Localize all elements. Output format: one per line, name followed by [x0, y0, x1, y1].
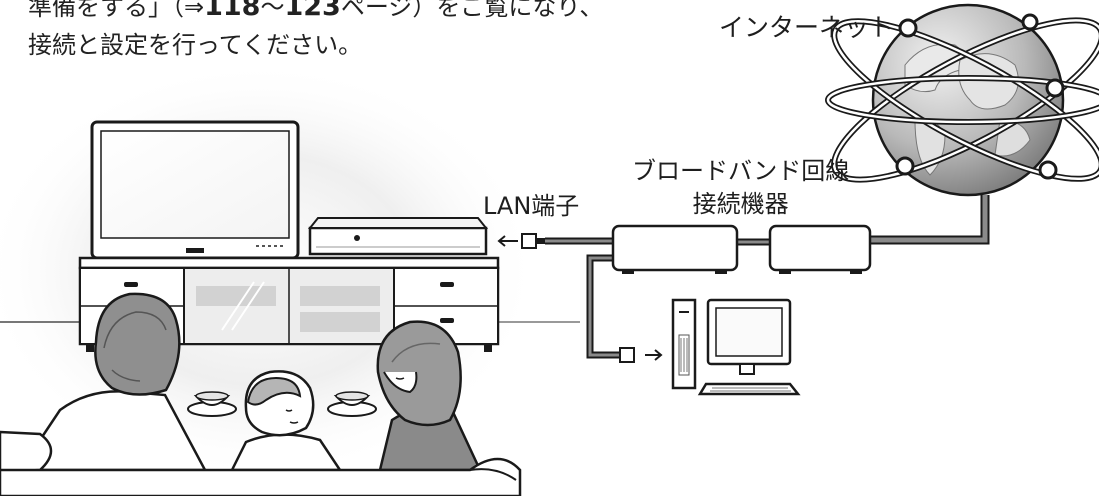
child-figure — [229, 370, 343, 472]
intro-line-1: 準備をする」（⇒118〜123ページ）をご覧になり、 — [28, 0, 603, 26]
internet-label: インターネット — [719, 13, 895, 42]
broadband-router — [611, 224, 739, 274]
mother-figure — [376, 320, 482, 472]
broadband-modem — [768, 224, 872, 274]
intro-text: 準備をする」（⇒118〜123ページ）をご覧になり、 接続と設定を行ってください… — [28, 0, 603, 64]
recorder — [307, 217, 489, 256]
broadband-label-line-2: 接続機器 — [692, 190, 789, 218]
pc-lan-port-icon — [619, 347, 663, 363]
lan-port-label: LAN端子 — [483, 192, 580, 220]
network-cables — [545, 195, 990, 359]
television — [90, 120, 300, 265]
page-to: 123 — [284, 0, 341, 22]
tilde: 〜 — [260, 0, 285, 21]
intro-line-2: 接続と設定を行ってください。 — [28, 31, 363, 59]
globe-icon — [825, 3, 1099, 197]
father-figure — [17, 292, 208, 472]
page-from: 118 — [204, 0, 261, 22]
broadband-device-label: ブロードバンド回線 接続機器 — [632, 155, 849, 221]
lan-port-icon — [497, 233, 545, 249]
sofa — [0, 430, 522, 496]
broadband-label-line-1: ブロードバンド回線 — [632, 157, 850, 185]
computer-icon — [671, 298, 801, 396]
tea-cups — [187, 391, 377, 417]
intro-line-1-end: ページ）をご覧になり、 — [340, 0, 604, 21]
intro-line-1-start: 準備をする」（⇒ — [28, 0, 205, 21]
